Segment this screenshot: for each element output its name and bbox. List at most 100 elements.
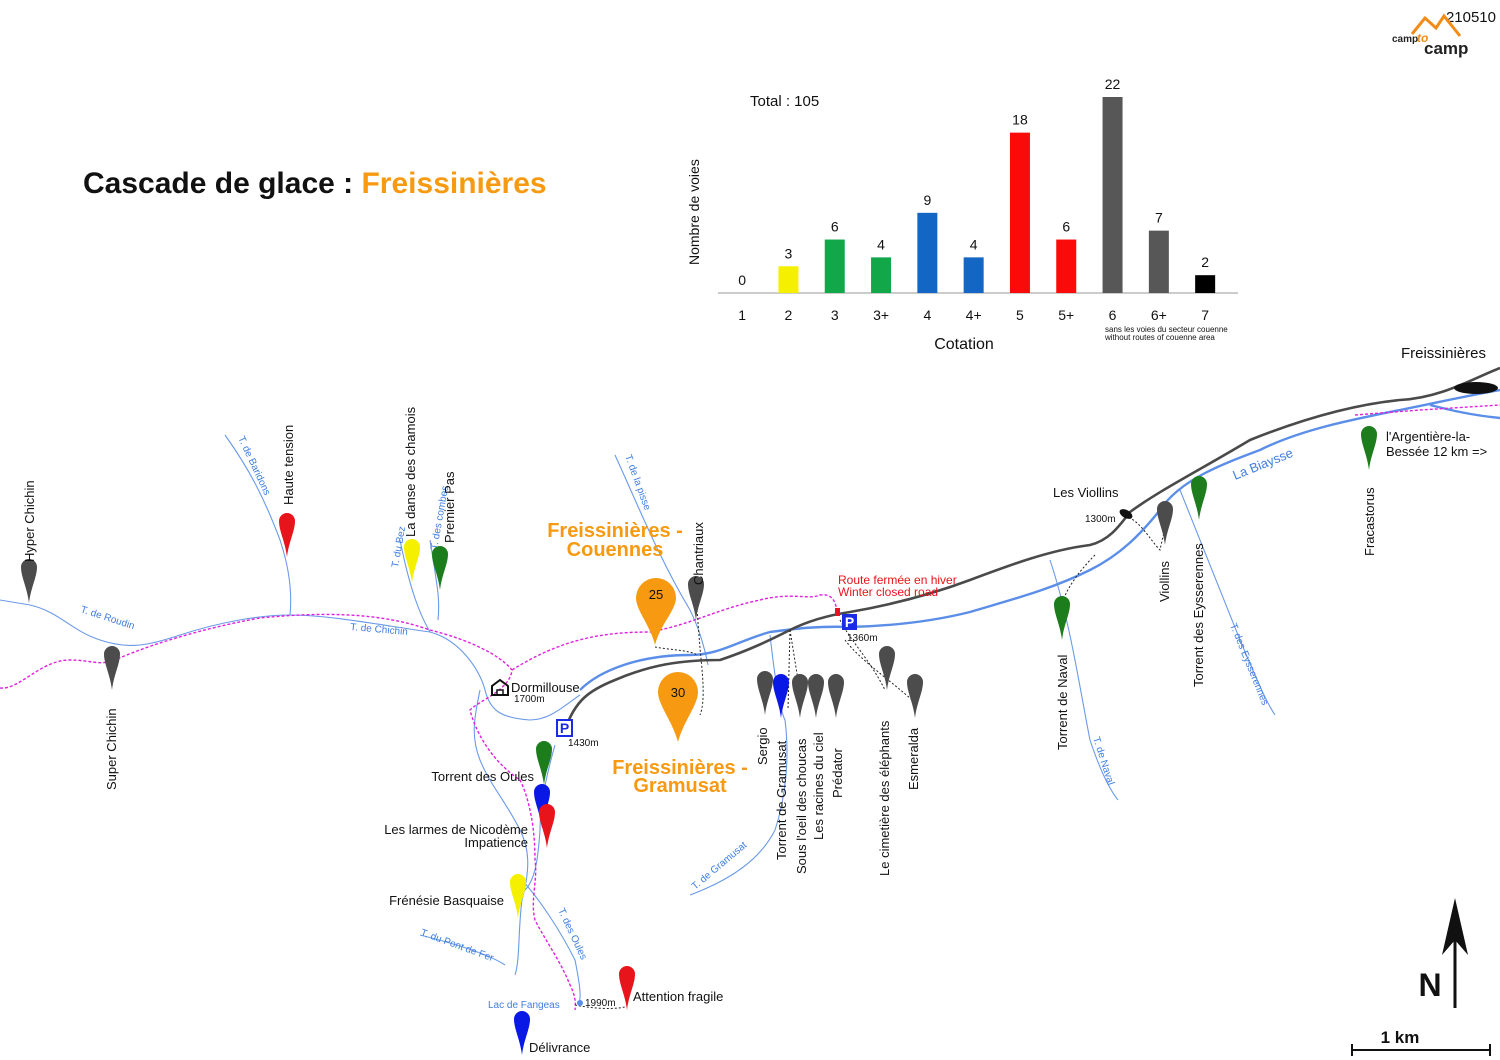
pin-delivrance-icon xyxy=(514,1011,530,1055)
alt-viollins: 1300m xyxy=(1085,514,1116,525)
route-hyper-chichin: Hyper Chichin xyxy=(22,480,37,562)
route-oeil-choucas: Sous l'oeil des choucas xyxy=(794,738,809,874)
stream-naval-label: T. de Naval xyxy=(1090,736,1116,787)
pin-torrent-naval-icon xyxy=(1054,596,1070,640)
route-premier-pas: Premier Pas xyxy=(442,471,457,543)
village-marker-freissinieres xyxy=(1454,382,1498,394)
alt-1430: 1430m xyxy=(568,738,599,749)
north-arrow-icon xyxy=(1442,898,1468,1008)
alt-lac: 1990m xyxy=(585,998,616,1009)
pin-torrent-gramusat-icon xyxy=(773,674,789,718)
tick-label-4: 4 xyxy=(923,307,931,323)
bar-6 xyxy=(1102,97,1123,293)
tick-label-2: 2 xyxy=(785,307,793,323)
north-label: N xyxy=(1418,967,1441,1003)
route-frenesie: Frénésie Basquaise xyxy=(389,893,504,908)
route-torrent-gramusat: Torrent de Gramusat xyxy=(774,740,789,860)
bar-value-6+: 7 xyxy=(1155,210,1163,226)
sector-gramusat-title-2: Gramusat xyxy=(633,775,727,797)
pin-frenesie-icon xyxy=(510,874,526,918)
chart-total: Total : 105 xyxy=(750,93,819,110)
chart-note-fr: sans les voies du secteur couenne xyxy=(1105,325,1228,334)
pin-oeil-choucas-icon xyxy=(792,674,808,718)
stream-eysserennes-label: T. des Eysserennes xyxy=(1227,622,1270,707)
scale-label: 1 km xyxy=(1381,1028,1420,1047)
pin-racines-ciel-icon xyxy=(808,674,824,718)
tick-label-5: 5 xyxy=(1016,307,1024,323)
stream-baridons-label: T. de Baridons xyxy=(235,435,272,498)
place-dormillouse: Dormillouse xyxy=(511,680,580,695)
stream-chichin-label: T. de Chichin xyxy=(350,622,409,638)
place-argentiere-1: l'Argentière-la- xyxy=(1386,429,1470,444)
route-super-chichin: Super Chichin xyxy=(104,708,119,790)
route-esmeralda: Esmeralda xyxy=(906,727,921,790)
bar-value-3+: 4 xyxy=(877,236,885,252)
svg-text:camp: camp xyxy=(1424,39,1468,58)
route-cimetiere: Le cimetière des éléphants xyxy=(877,720,892,876)
alt-dormillouse: 1700m xyxy=(514,694,545,705)
sector-gramusat-count: 30 xyxy=(671,685,685,700)
route-predator: Prédator xyxy=(830,747,845,798)
tick-label-5+: 5+ xyxy=(1058,307,1074,323)
bar-4 xyxy=(917,212,938,293)
route-delivrance: Délivrance xyxy=(529,1040,590,1055)
svg-text:P: P xyxy=(560,720,569,736)
bar-4+ xyxy=(963,257,984,293)
pin-premier-pas-icon xyxy=(432,546,448,590)
stream-pisse-label: T. de la pisse xyxy=(622,453,652,512)
pin-esmeralda-icon xyxy=(907,674,923,718)
pin-predator-icon xyxy=(828,674,844,718)
route-chantriaux: Chantriaux xyxy=(691,522,706,585)
tick-label-6: 6 xyxy=(1109,307,1117,323)
stream-pont-fer-label: T. du Pont de Fer xyxy=(419,927,495,964)
bar-value-5+: 6 xyxy=(1062,219,1070,235)
bar-value-4: 9 xyxy=(923,192,931,208)
chart-ylabel: Nombre de voies xyxy=(686,159,702,265)
svg-text:camp: camp xyxy=(1392,34,1418,45)
tick-label-3+: 3+ xyxy=(873,307,889,323)
bar-5 xyxy=(1009,132,1030,293)
road-notice-fr: Route fermée en hiver xyxy=(838,573,957,587)
tick-label-1: 1 xyxy=(738,307,746,323)
route-haute-tension: Haute tension xyxy=(281,425,296,505)
bar-value-6: 22 xyxy=(1105,76,1121,92)
pin-fracastorus-icon xyxy=(1361,426,1377,470)
bar-3+ xyxy=(871,257,892,293)
lake-icon xyxy=(577,1000,583,1006)
pin-impatience-icon xyxy=(539,804,555,848)
chart-note-en: without routes of couenne area xyxy=(1104,333,1215,342)
pin-cimetiere-icon xyxy=(879,646,895,690)
tick-label-4+: 4+ xyxy=(966,307,982,323)
sector-couennes-marker xyxy=(636,577,677,645)
pin-viollins-icon xyxy=(1157,501,1173,545)
route-torrent-naval: Torrent de Naval xyxy=(1055,655,1070,750)
sector-couennes-title-1: Freissinières - xyxy=(547,520,683,542)
river-label: La Biaysse xyxy=(1231,445,1296,483)
trails xyxy=(0,404,1500,1011)
route-larmes: Les larmes de Nicodème xyxy=(384,822,528,837)
tick-label-3: 3 xyxy=(831,307,839,323)
camptocamp-logo: camp to camp xyxy=(1392,13,1468,58)
place-argentiere-2: Bessée 12 km => xyxy=(1386,444,1487,459)
pin-super-chichin-icon xyxy=(104,646,120,690)
bar-2 xyxy=(778,266,799,293)
bar-value-2: 3 xyxy=(785,245,793,261)
river-biaysse xyxy=(579,388,1500,691)
bar-5+ xyxy=(1056,239,1077,293)
bar-value-3: 6 xyxy=(831,219,839,235)
bar-7 xyxy=(1195,275,1216,293)
svg-text:to: to xyxy=(1417,31,1428,45)
stream-roudin-label: T. de Roudin xyxy=(79,604,136,632)
bar-3 xyxy=(824,239,845,293)
route-viollins: Viollins xyxy=(1157,561,1172,602)
pin-sergio-icon xyxy=(757,671,773,715)
parking-icon-1430 xyxy=(556,719,573,737)
pin-chantriaux-icon xyxy=(688,576,704,620)
map-title: Cascade de glace : Freissinières xyxy=(83,167,547,200)
road xyxy=(563,366,1500,731)
bar-value-7: 2 xyxy=(1201,254,1209,270)
pin-attention-fragile-icon xyxy=(619,966,635,1010)
route-racines-ciel: Les racines du ciel xyxy=(811,732,826,840)
